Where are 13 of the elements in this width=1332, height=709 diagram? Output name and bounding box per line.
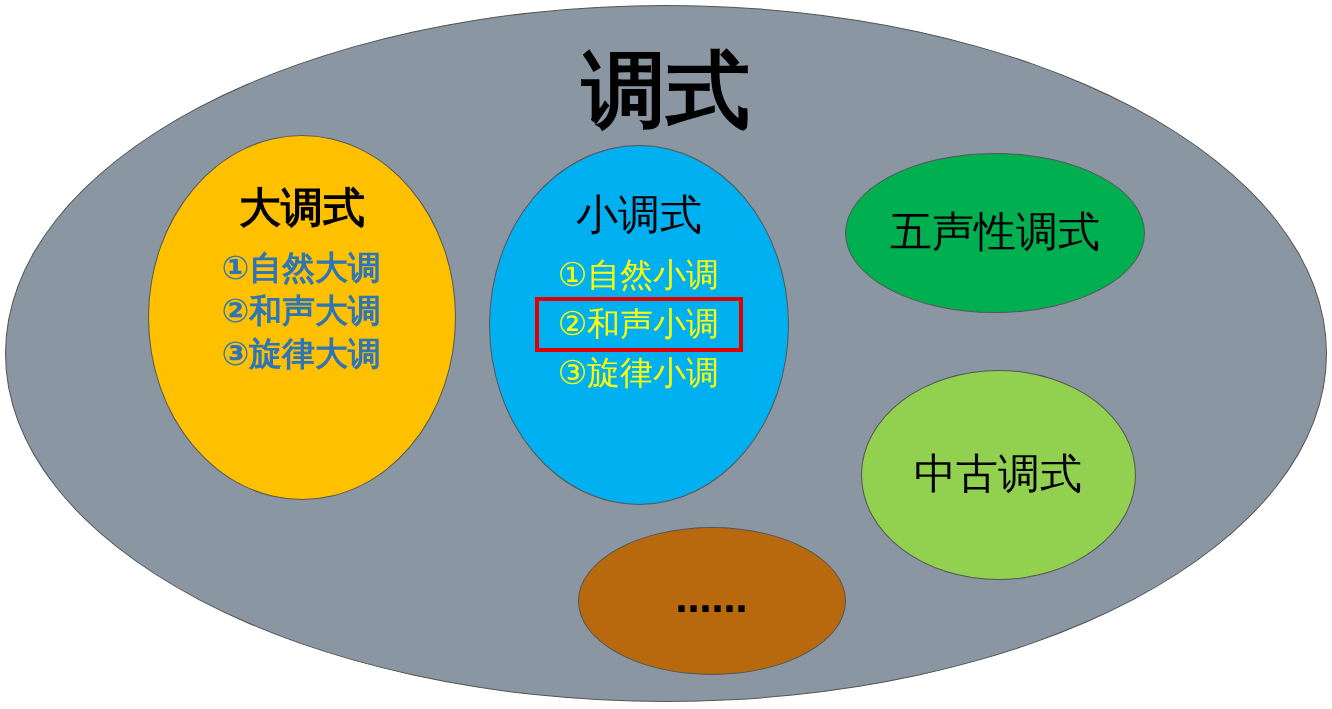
item-text: 中古调式 — [914, 448, 1082, 501]
highlight-box — [534, 297, 743, 352]
heading-text: 大调式 — [238, 181, 365, 234]
heading-text: 小调式 — [575, 188, 702, 241]
item-text: ②和声小调 — [557, 303, 720, 346]
item-text: ①自然大调 — [221, 247, 382, 290]
heading-text: 调式 — [582, 40, 750, 141]
item-text: 五声性调式 — [889, 206, 1100, 259]
item-text: ②和声大调 — [221, 290, 382, 332]
item-text: …… — [675, 578, 748, 623]
item-text: ③旋律大调 — [221, 332, 382, 375]
item-text: ①自然小调 — [557, 254, 720, 297]
item-text: ③旋律小调 — [557, 352, 720, 394]
